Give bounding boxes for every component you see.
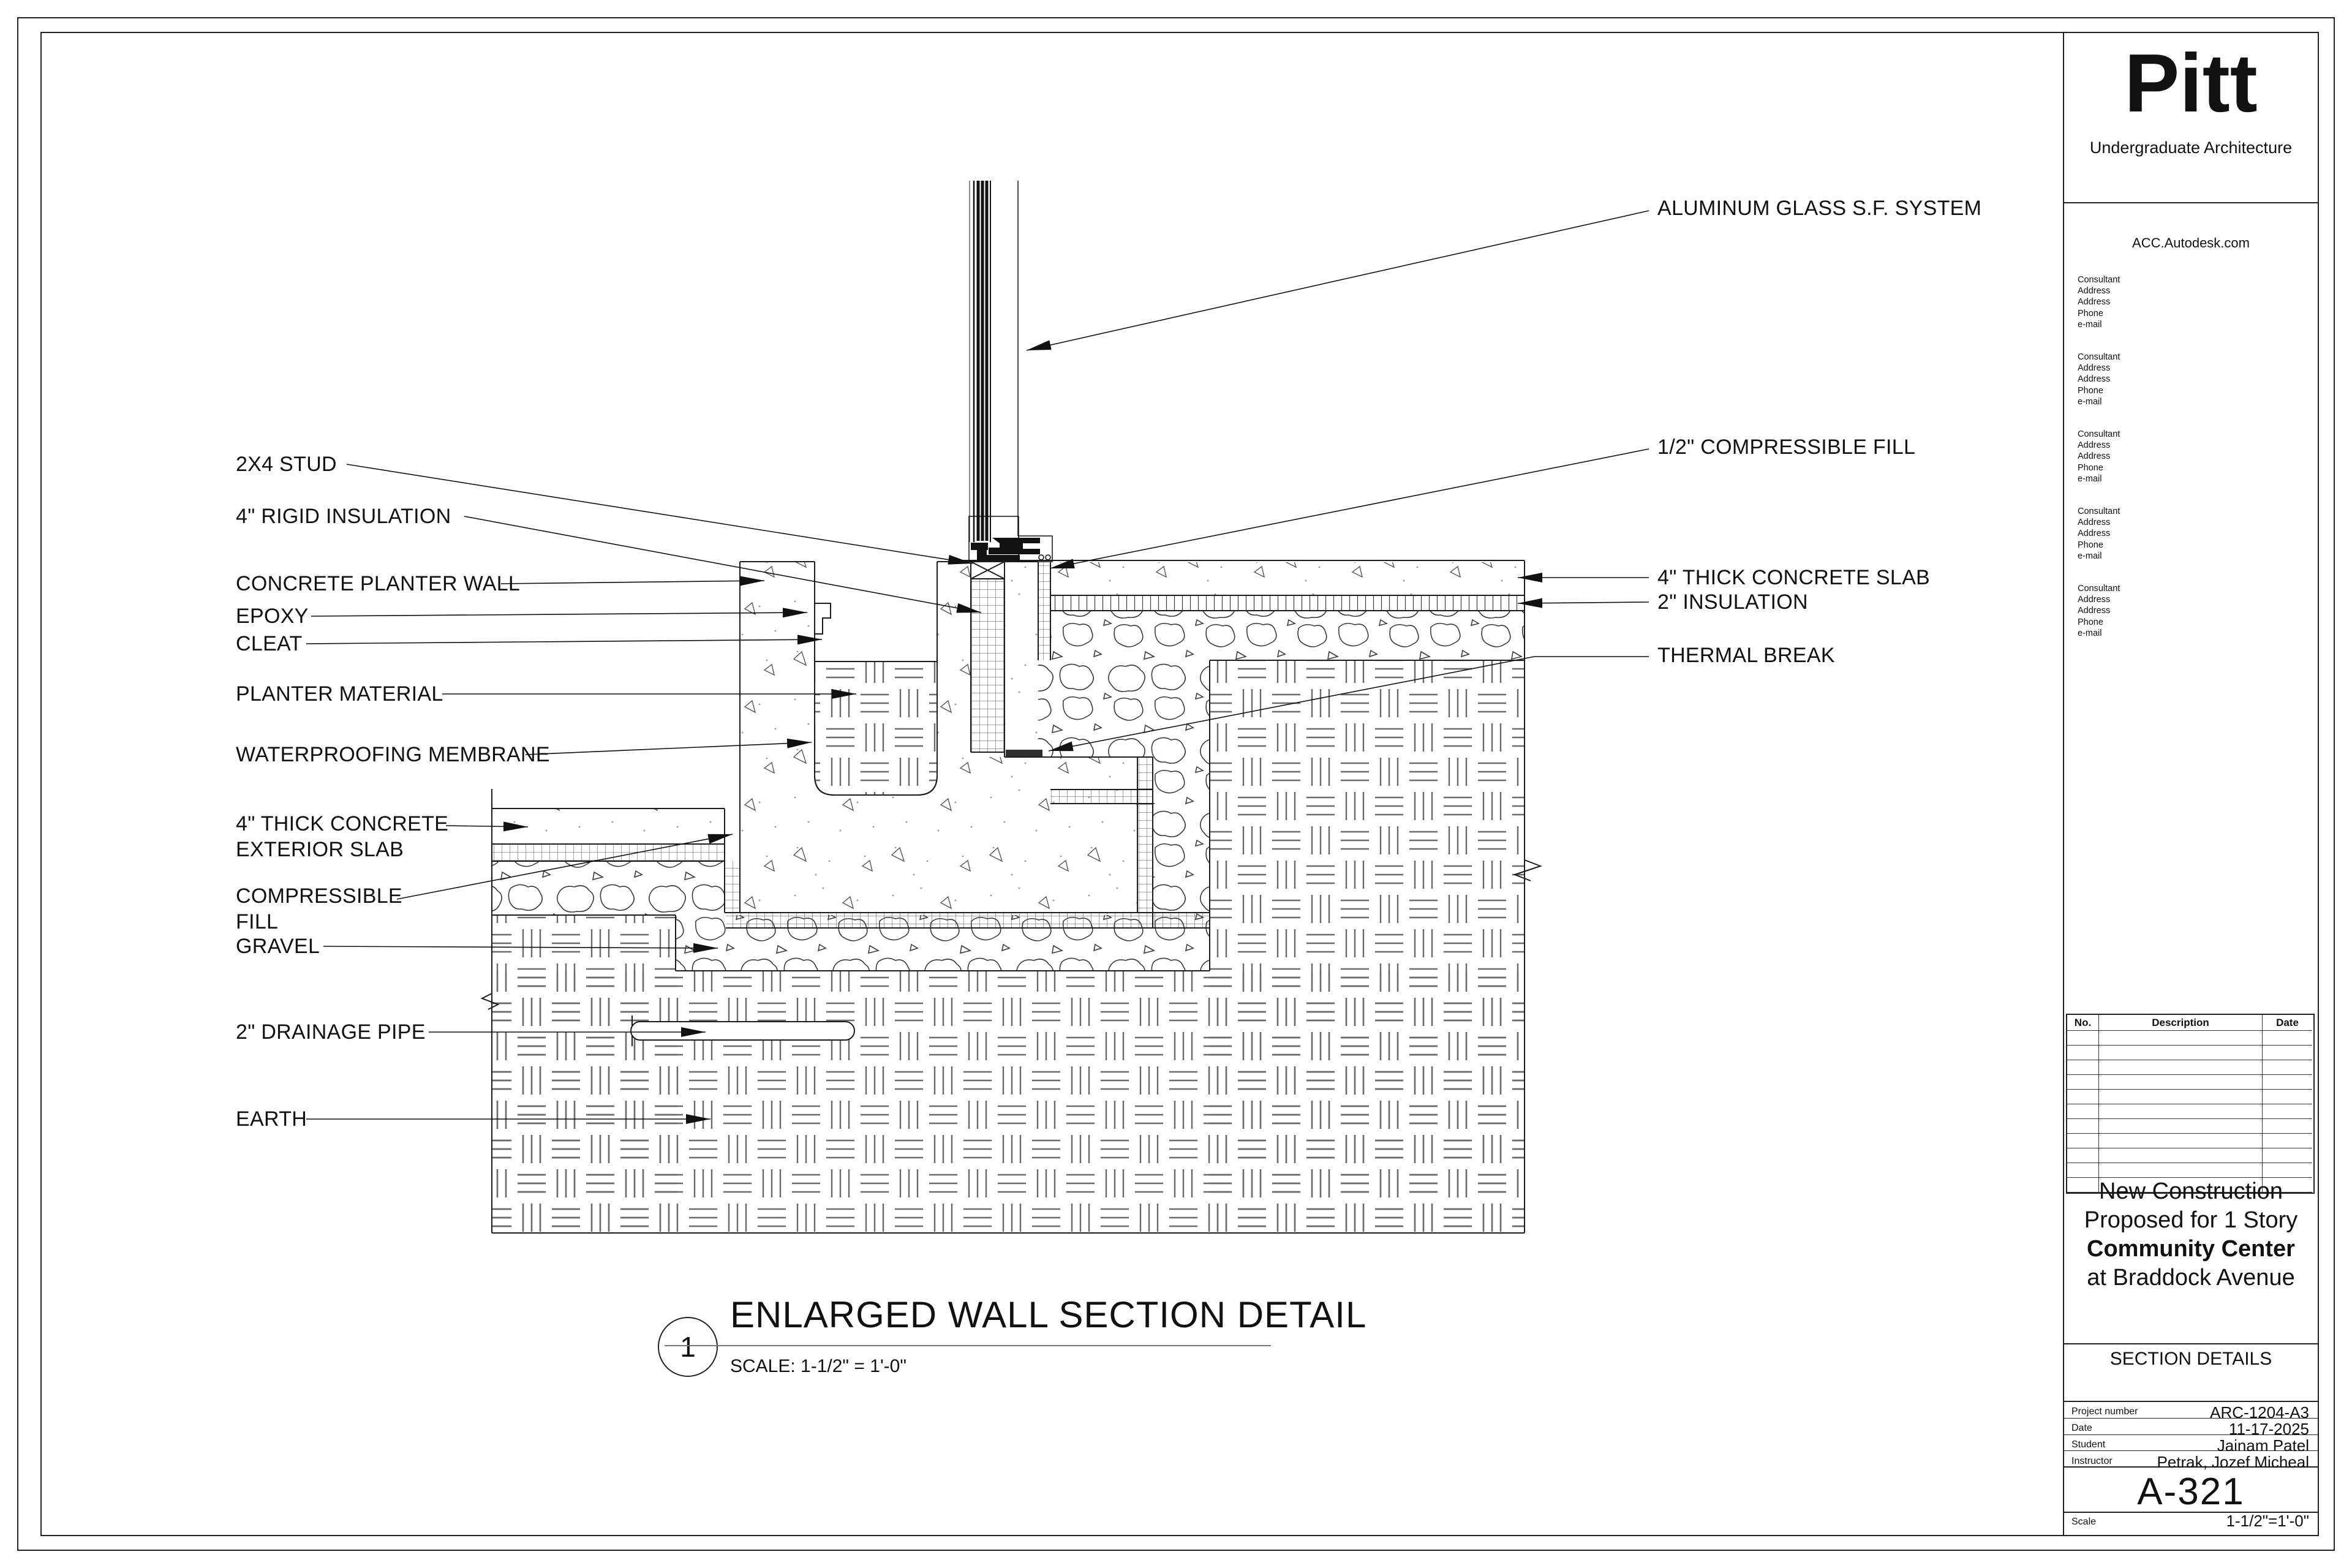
- revision-table: No. Description Date: [2066, 1014, 2315, 1194]
- callout-label: PLANTER MATERIAL: [236, 682, 443, 706]
- revision-row-cell: [2263, 1104, 2312, 1119]
- scale-value: 1-1/2"=1'-0": [2226, 1512, 2309, 1530]
- callout-label: 4" THICK CONCRETE EXTERIOR SLAB: [236, 812, 449, 861]
- callout-label: THERMAL BREAK: [1657, 644, 1835, 667]
- revision-row-cell: [2067, 1090, 2099, 1104]
- revision-row-cell: [2263, 1163, 2312, 1178]
- project-info-label: Project number: [2071, 1406, 2138, 1417]
- callout-label: COMPRESSIBLE FILL: [236, 884, 402, 933]
- callout-label: EARTH: [236, 1107, 307, 1131]
- revision-row-cell: [2263, 1031, 2312, 1046]
- revision-row-cell: [2067, 1075, 2099, 1090]
- revision-row-cell: [2099, 1031, 2263, 1046]
- revision-row-cell: [2099, 1134, 2263, 1148]
- sheet-number: A-321: [2137, 1471, 2245, 1513]
- project-title-line: New Construction: [2099, 1178, 2283, 1204]
- revision-row-cell: [2263, 1178, 2312, 1193]
- revision-row-cell: [2067, 1178, 2099, 1193]
- revision-row-cell: [2099, 1104, 2263, 1119]
- firm-logo-subtitle: Undergraduate Architecture: [2089, 138, 2293, 157]
- callout-label: 1/2" COMPRESSIBLE FILL: [1657, 435, 1916, 459]
- revision-row-cell: [2067, 1148, 2099, 1163]
- title-block-divider: [2063, 1401, 2319, 1402]
- project-info-row: Instructor Petrak, Jozef Micheal: [2063, 1452, 2319, 1471]
- callout-label: GRAVEL: [236, 935, 320, 958]
- project-title-line: Community Center: [2087, 1236, 2295, 1262]
- title-block-divider: [2063, 1418, 2319, 1419]
- callout-label: EPOXY: [236, 605, 309, 628]
- project-info-value: Petrak, Jozef Micheal: [2157, 1453, 2309, 1471]
- callout-label: ALUMINUM GLASS S.F. SYSTEM: [1657, 197, 1982, 220]
- website-text: ACC.Autodesk.com: [2132, 235, 2250, 251]
- firm-logo: Pitt: [2124, 37, 2258, 129]
- revision-row-cell: [2263, 1090, 2312, 1104]
- project-info-label: Instructor: [2071, 1456, 2113, 1466]
- revision-row-cell: [2067, 1119, 2099, 1134]
- project-info-label: Date: [2071, 1423, 2092, 1433]
- revision-row-cell: [2099, 1046, 2263, 1060]
- sheet-outer-border: [17, 17, 2335, 1551]
- revision-row-cell: [2263, 1134, 2312, 1148]
- project-title-line: at Braddock Avenue: [2087, 1265, 2295, 1291]
- callout-label: 2X4 STUD: [236, 453, 337, 476]
- detail-number-bubble: 1: [658, 1317, 718, 1377]
- title-block-divider: [2063, 202, 2319, 203]
- callout-label: CLEAT: [236, 632, 303, 655]
- revision-row-cell: [2067, 1134, 2099, 1148]
- title-block-divider: [2063, 1450, 2319, 1451]
- scale-label: Scale: [2071, 1517, 2097, 1527]
- revision-row-cell: [2067, 1104, 2099, 1119]
- title-block-divider: [2063, 1466, 2319, 1468]
- revision-row-cell: [2099, 1090, 2263, 1104]
- project-info-label: Student: [2071, 1439, 2106, 1450]
- revision-row-cell: [2099, 1119, 2263, 1134]
- revision-row-cell: [2263, 1075, 2312, 1090]
- project-info-row: Date 11-17-2025: [2063, 1419, 2319, 1438]
- revision-col-date: Date: [2263, 1015, 2312, 1031]
- callout-label: 2" DRAINAGE PIPE: [236, 1020, 426, 1044]
- revision-row-cell: [2067, 1163, 2099, 1178]
- revision-row-cell: [2263, 1119, 2312, 1134]
- revision-row-cell: [2263, 1046, 2312, 1060]
- title-block-separator: [2063, 32, 2064, 1535]
- revision-row-cell: [2263, 1060, 2312, 1075]
- callout-label: CONCRETE PLANTER WALL: [236, 572, 521, 595]
- project-info-value: Jainam Patel: [2217, 1436, 2309, 1455]
- title-block-divider: [2063, 1434, 2319, 1435]
- revision-row-cell: [2099, 1075, 2263, 1090]
- revision-row-cell: [2099, 1163, 2263, 1178]
- revision-col-no: No.: [2067, 1015, 2099, 1031]
- callout-label: 4" THICK CONCRETE SLAB: [1657, 566, 1931, 589]
- revision-col-description: Description: [2099, 1015, 2263, 1031]
- sheet-inner-border: [40, 32, 2319, 1536]
- detail-scale: SCALE: 1-1/2" = 1'-0": [730, 1356, 907, 1376]
- revision-row-cell: [2067, 1060, 2099, 1075]
- callout-label: 4" RIGID INSULATION: [236, 505, 451, 528]
- revision-row-cell: [2067, 1046, 2099, 1060]
- project-info-row: Student Jainam Patel: [2063, 1436, 2319, 1455]
- detail-title-underline: [665, 1345, 1271, 1346]
- detail-title: ENLARGED WALL SECTION DETAIL: [730, 1294, 1367, 1335]
- project-info-value: ARC-1204-A3: [2210, 1403, 2309, 1422]
- project-info-row: Project number ARC-1204-A3: [2063, 1403, 2319, 1422]
- revision-row-cell: [2067, 1031, 2099, 1046]
- revision-row-cell: [2263, 1148, 2312, 1163]
- project-title-line: Proposed for 1 Story: [2084, 1207, 2298, 1233]
- sheet-title: SECTION DETAILS: [2109, 1349, 2272, 1369]
- revision-row-cell: [2099, 1178, 2263, 1193]
- title-block-divider: [2063, 1512, 2319, 1513]
- callout-label: 2" INSULATION: [1657, 590, 1808, 614]
- revision-row-cell: [2099, 1060, 2263, 1075]
- revision-row-cell: [2099, 1148, 2263, 1163]
- project-info-value: 11-17-2025: [2228, 1420, 2309, 1438]
- title-block-divider: [2063, 1343, 2319, 1344]
